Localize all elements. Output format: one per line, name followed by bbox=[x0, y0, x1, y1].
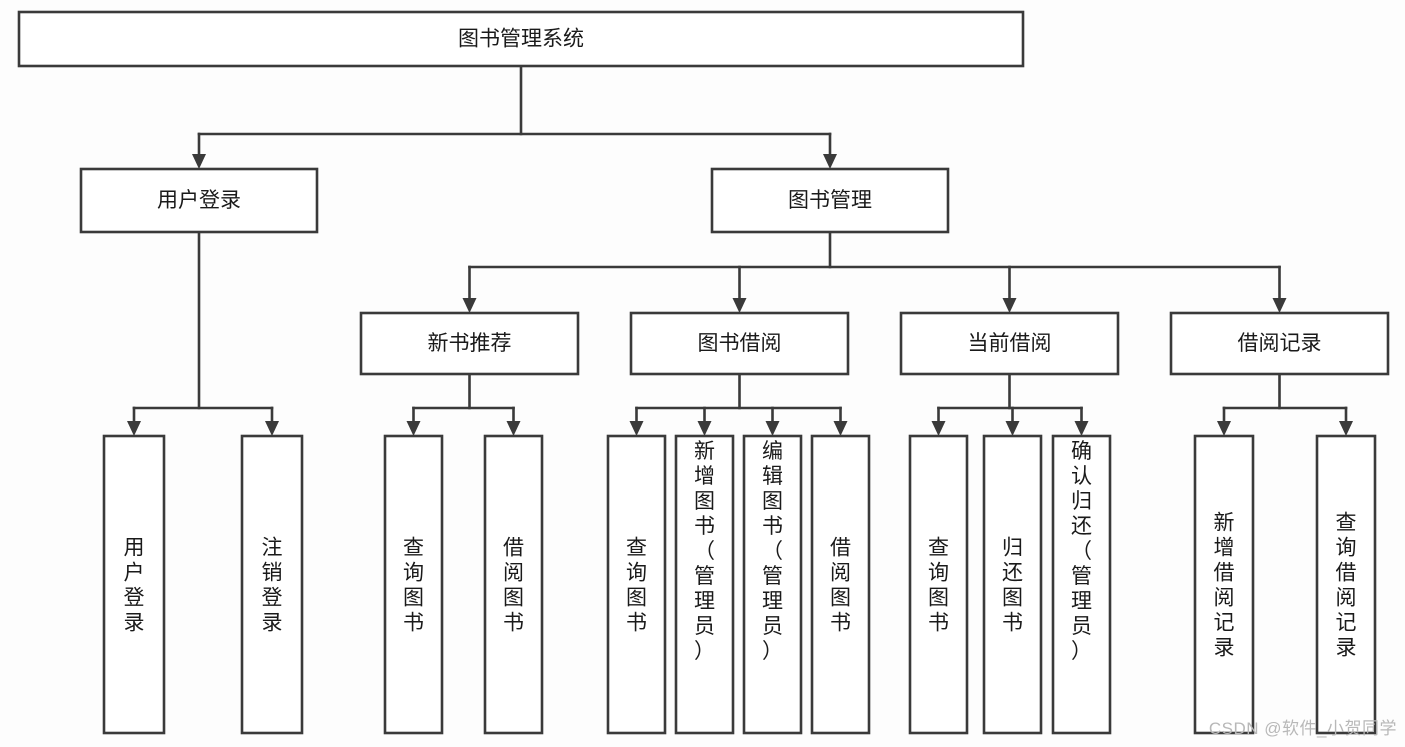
node-label-leaf-query-book-current: 查询图书 bbox=[928, 537, 949, 635]
connector-borrow-record bbox=[1217, 372, 1353, 436]
node-label-current-borrow: 当前借阅 bbox=[968, 332, 1052, 355]
node-label-root: 图书管理系统 bbox=[458, 28, 584, 51]
arrow-head bbox=[265, 421, 279, 436]
node-leaf-query-book-recommend[interactable]: 查询图书 bbox=[383, 434, 444, 735]
arrow-head bbox=[406, 421, 421, 436]
node-leaf-query-book-current[interactable]: 查询图书 bbox=[908, 434, 969, 735]
node-label-borrow-record: 借阅记录 bbox=[1238, 332, 1322, 355]
node-box-leaf-borrow-book bbox=[810, 434, 871, 735]
arrow-head bbox=[765, 421, 780, 436]
arrow-head bbox=[506, 421, 521, 436]
arrow-head bbox=[192, 154, 206, 169]
arrow-head bbox=[462, 298, 477, 313]
node-book-management[interactable]: 图书管理 bbox=[710, 167, 950, 234]
node-label-leaf-query-borrow-record: 查询借阅记录 bbox=[1336, 512, 1357, 660]
node-leaf-borrow-book-recommend[interactable]: 借阅图书 bbox=[483, 434, 544, 735]
connector-new-book-recommend bbox=[406, 372, 521, 436]
node-leaf-query-borrow-record[interactable]: 查询借阅记录 bbox=[1315, 434, 1377, 735]
arrow-head bbox=[833, 421, 848, 436]
node-leaf-logout[interactable]: 注销登录 bbox=[240, 434, 304, 735]
node-label-leaf-query-book-recommend: 查询图书 bbox=[403, 537, 424, 635]
arrow-head bbox=[732, 298, 747, 313]
node-label-new-book-recommend: 新书推荐 bbox=[428, 332, 512, 355]
node-box-leaf-query-book-current bbox=[908, 434, 969, 735]
node-label-leaf-query-book-borrow: 查询图书 bbox=[626, 537, 647, 635]
node-label-leaf-borrow-book: 借阅图书 bbox=[830, 537, 851, 635]
node-label-leaf-return-book: 归还图书 bbox=[1002, 537, 1023, 635]
node-box-leaf-query-book-borrow bbox=[606, 434, 667, 735]
node-label-leaf-add-book: 新增图书（管理员） bbox=[694, 440, 715, 663]
arrow-head bbox=[1217, 421, 1231, 436]
connector-root bbox=[192, 64, 837, 169]
node-box-leaf-query-borrow-record bbox=[1315, 434, 1377, 735]
node-label-book-borrow: 图书借阅 bbox=[698, 332, 782, 355]
node-box-leaf-add-borrow-record bbox=[1193, 434, 1255, 735]
arrow-head bbox=[697, 421, 712, 436]
node-label-leaf-logout: 注销登录 bbox=[262, 537, 283, 635]
node-leaf-borrow-book[interactable]: 借阅图书 bbox=[810, 434, 871, 735]
node-box-leaf-query-book-recommend bbox=[383, 434, 444, 735]
node-box-book-borrow bbox=[629, 311, 850, 376]
node-label-leaf-user-login: 用户登录 bbox=[124, 537, 145, 635]
node-box-user-login bbox=[79, 167, 319, 234]
connector-current-borrow bbox=[931, 372, 1089, 436]
node-leaf-add-book[interactable]: 新增图书（管理员） bbox=[674, 434, 735, 735]
arrow-head bbox=[1005, 421, 1020, 436]
node-leaf-user-login[interactable]: 用户登录 bbox=[102, 434, 166, 735]
connector-book-borrow bbox=[629, 372, 848, 436]
arrow-head bbox=[629, 421, 644, 436]
node-root[interactable]: 图书管理系统 bbox=[17, 10, 1025, 68]
node-box-leaf-user-login bbox=[102, 434, 166, 735]
connector-user-login bbox=[127, 230, 279, 436]
connector-book-management bbox=[462, 230, 1287, 313]
node-label-user-login: 用户登录 bbox=[157, 189, 241, 212]
node-leaf-confirm-return[interactable]: 确认归还（管理员） bbox=[1051, 434, 1112, 735]
node-box-leaf-logout bbox=[240, 434, 304, 735]
node-book-borrow[interactable]: 图书借阅 bbox=[629, 311, 850, 376]
node-leaf-edit-book[interactable]: 编辑图书（管理员） bbox=[742, 434, 803, 735]
watermark-label: CSDN @软件_小贺同学 bbox=[1208, 719, 1397, 738]
node-label-book-management: 图书管理 bbox=[788, 189, 872, 212]
node-box-leaf-return-book bbox=[982, 434, 1043, 735]
node-label-leaf-borrow-book-recommend: 借阅图书 bbox=[503, 537, 524, 635]
node-box-borrow-record bbox=[1169, 311, 1390, 376]
node-leaf-query-book-borrow[interactable]: 查询图书 bbox=[606, 434, 667, 735]
node-leaf-return-book[interactable]: 归还图书 bbox=[982, 434, 1043, 735]
node-layer: 图书管理系统用户登录图书管理新书推荐图书借阅当前借阅借阅记录用户登录注销登录查询… bbox=[17, 10, 1390, 735]
node-box-leaf-add-book bbox=[674, 434, 735, 735]
node-new-book-recommend[interactable]: 新书推荐 bbox=[359, 311, 580, 376]
arrow-head bbox=[1074, 421, 1089, 436]
node-leaf-add-borrow-record[interactable]: 新增借阅记录 bbox=[1193, 434, 1255, 735]
arrow-head bbox=[1339, 421, 1353, 436]
node-borrow-record[interactable]: 借阅记录 bbox=[1169, 311, 1390, 376]
node-label-leaf-confirm-return: 确认归还（管理员） bbox=[1071, 440, 1092, 663]
node-box-leaf-borrow-book-recommend bbox=[483, 434, 544, 735]
arrow-head bbox=[823, 154, 837, 169]
connector-layer bbox=[127, 64, 1353, 436]
arrow-head bbox=[931, 421, 946, 436]
node-box-leaf-edit-book bbox=[742, 434, 803, 735]
node-box-current-borrow bbox=[899, 311, 1120, 376]
node-current-borrow[interactable]: 当前借阅 bbox=[899, 311, 1120, 376]
node-box-book-management bbox=[710, 167, 950, 234]
node-box-leaf-confirm-return bbox=[1051, 434, 1112, 735]
arrow-head bbox=[127, 421, 141, 436]
arrow-head bbox=[1272, 298, 1287, 313]
node-label-leaf-edit-book: 编辑图书（管理员） bbox=[762, 440, 783, 663]
node-box-new-book-recommend bbox=[359, 311, 580, 376]
node-label-leaf-add-borrow-record: 新增借阅记录 bbox=[1214, 512, 1235, 660]
node-box-root bbox=[17, 10, 1025, 68]
arrow-head bbox=[1002, 298, 1017, 313]
node-user-login[interactable]: 用户登录 bbox=[79, 167, 319, 234]
